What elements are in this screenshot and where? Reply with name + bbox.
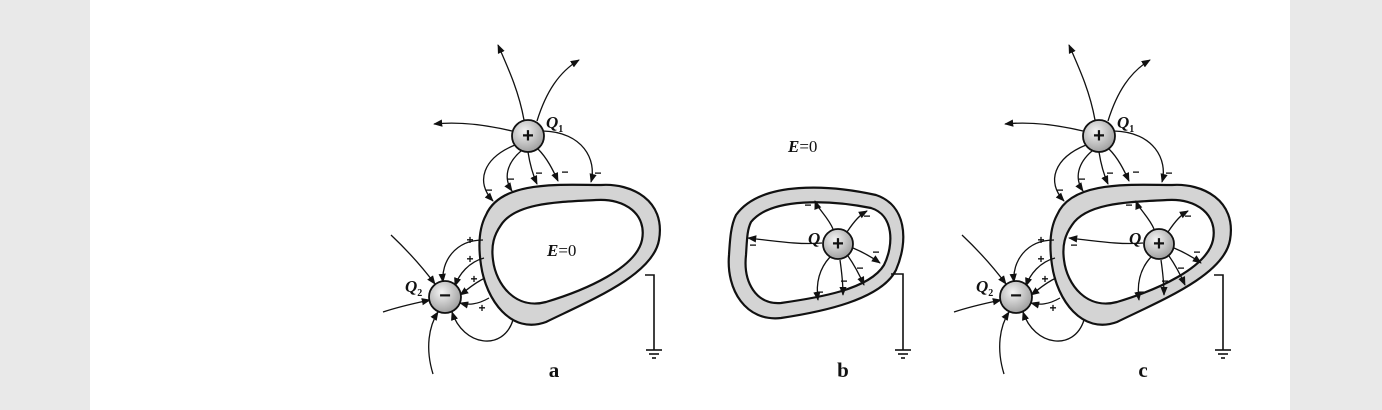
svg-text:−: − xyxy=(535,166,542,180)
charge-q1: + Q1 xyxy=(511,113,563,153)
ground-icon xyxy=(646,349,662,359)
svg-text:−: − xyxy=(840,274,847,288)
svg-text:+: + xyxy=(466,252,473,266)
svg-text:−: − xyxy=(507,172,514,186)
ground-icon xyxy=(895,349,911,359)
figure-canvas: − − − − − + + + + + Q1 xyxy=(90,0,1290,410)
ground-connection-b xyxy=(891,273,911,359)
conductor-shell-c xyxy=(1049,183,1233,326)
charge-q: + Q xyxy=(808,228,854,260)
svg-text:+: + xyxy=(478,301,485,315)
field-label-a: E=0 xyxy=(546,241,576,260)
svg-text:−: − xyxy=(863,209,870,223)
svg-text:−: − xyxy=(485,183,492,197)
field-label-b: E=0 xyxy=(787,137,817,156)
svg-text:+: + xyxy=(522,125,534,147)
svg-text:−: − xyxy=(439,285,451,307)
svg-text:−: − xyxy=(872,245,879,259)
charge-q2: − Q2 xyxy=(405,277,462,314)
panel-label-a: a xyxy=(549,358,560,382)
ground-connection xyxy=(645,274,662,359)
q2-field-lines xyxy=(382,234,514,375)
svg-text:−: − xyxy=(594,166,601,180)
svg-text:−: − xyxy=(816,285,823,299)
q1-field-lines xyxy=(433,44,597,202)
svg-text:+: + xyxy=(466,233,473,247)
panel-label-b: b xyxy=(837,358,849,382)
svg-text:+: + xyxy=(832,233,844,255)
induced-negative-charges: − − − − − xyxy=(485,165,601,197)
exterior-charge-balls: + Q1 − Q2 xyxy=(405,113,563,314)
svg-text:Q1: Q1 xyxy=(546,113,563,135)
exterior-charges: − − − − − + + + + xyxy=(382,44,602,375)
conductor-shell xyxy=(478,183,661,326)
shielding-diagram: − − − − − + + + + + Q1 xyxy=(382,44,1233,382)
induced-positive-charges: + + + + xyxy=(466,233,485,315)
svg-text:−: − xyxy=(804,198,811,212)
svg-text:−: − xyxy=(856,261,863,275)
svg-text:Q2: Q2 xyxy=(405,277,422,299)
inner-induced-negative-charges: − − − − − − − xyxy=(749,198,879,299)
ground-connection-c xyxy=(1213,274,1232,359)
inner-field-lines xyxy=(747,200,881,301)
svg-text:Q: Q xyxy=(808,229,820,248)
svg-text:−: − xyxy=(561,165,568,179)
svg-text:−: − xyxy=(749,238,756,252)
panel-label-c: c xyxy=(1138,358,1147,382)
interior-charge: − − − − − − − + Q xyxy=(747,198,881,301)
svg-text:+: + xyxy=(470,272,477,286)
